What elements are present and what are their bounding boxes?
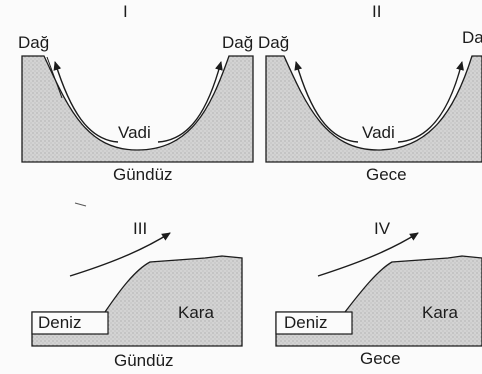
panel-3-caption: Gündüz (114, 351, 174, 370)
valley-terrain-1 (21, 55, 254, 163)
panel-4-land-label: Kara (422, 303, 458, 322)
panel-1-valley-label: Vadi (116, 123, 153, 142)
panel-4-sea-label: Deniz (284, 313, 328, 332)
valley-wind-arrow-4 (397, 61, 464, 143)
panel-2-mountain-left: Dağ (258, 33, 290, 52)
panel-2-mountain-right: Da (462, 28, 482, 47)
land-wind-arrow-3 (69, 232, 171, 277)
panel-1-caption: Gündüz (113, 165, 173, 184)
panel-2-numeral: II (372, 2, 382, 21)
arrow-guide-line-1 (46, 56, 63, 99)
panel-4-caption: Gece (360, 349, 401, 368)
panel-3-land-label: Kara (178, 303, 214, 322)
valley-wind-arrow-1 (53, 61, 119, 143)
panel-1-numeral: I (123, 2, 128, 21)
land-wind-arrow-4 (317, 232, 419, 277)
panel-2-caption: Gece (366, 165, 407, 184)
valley-wind-arrow-3 (294, 61, 359, 143)
panel-1-mountain-left: Dağ (18, 33, 50, 52)
valley-wind-arrow-2 (157, 61, 223, 143)
scan-mark (74, 202, 87, 207)
panel-2-valley (265, 55, 482, 163)
panel-1-valley (21, 55, 254, 163)
sea-box-3 (31, 311, 109, 335)
sea-box-4 (275, 311, 353, 335)
panel-1-mountain-right: Dağ (222, 33, 254, 52)
panel-3-numeral: III (133, 219, 148, 238)
panel-4-numeral: IV (374, 219, 391, 238)
panel-2-valley-label: Vadi (360, 123, 397, 142)
panel-4-coast (275, 232, 482, 347)
valley-terrain-2 (265, 55, 482, 163)
panel-3-sea-label: Deniz (38, 313, 82, 332)
panel-3-coast (31, 232, 243, 347)
